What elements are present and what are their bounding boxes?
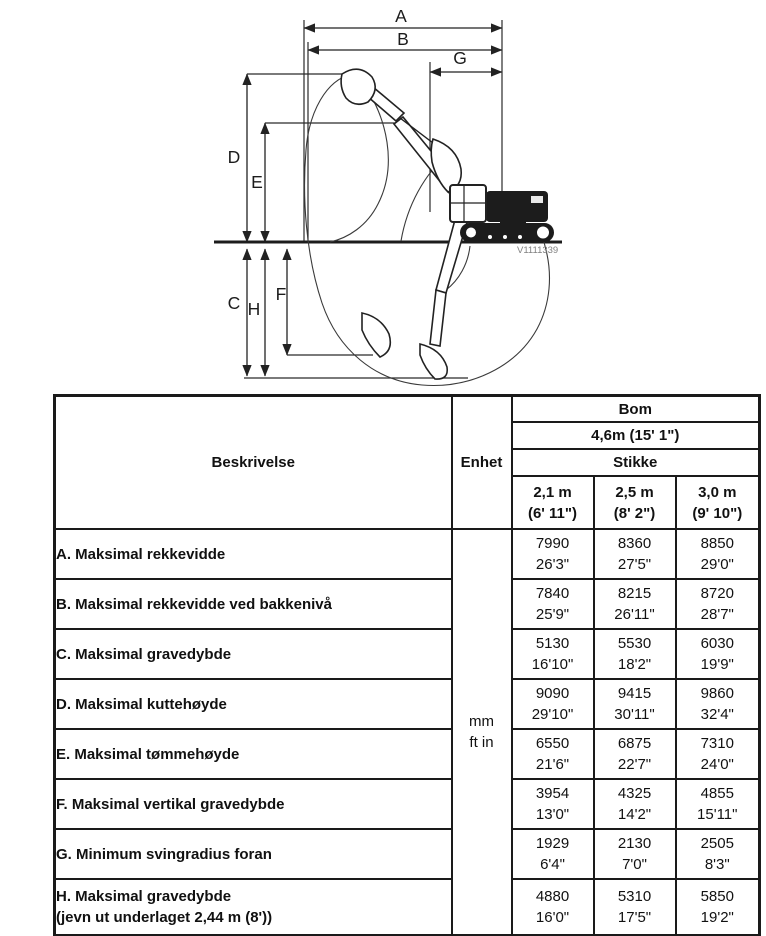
- label-a: A: [395, 6, 407, 26]
- working-range-svg: A B G D E C H F V1111339: [214, 6, 562, 387]
- work-envelope: [304, 73, 551, 387]
- header-row-stick-sizes: 2,1 m(6' 11") 2,5 m(8' 2") 3,0 m(9' 10"): [55, 475, 761, 530]
- dimension-arrows: [242, 23, 503, 377]
- row-description: H. Maksimal gravedybde (jevn ut underlag…: [53, 878, 453, 936]
- table-row-h: H. Maksimal gravedybde (jevn ut underlag…: [53, 878, 761, 936]
- row-description: A. Maksimal rekkevidde: [53, 528, 453, 580]
- table-row-b: B. Maksimal rekkevidde ved bakkenivå 784…: [53, 578, 761, 630]
- row-description: E. Maksimal tømmehøyde: [53, 728, 453, 780]
- label-c: C: [228, 293, 241, 313]
- label-e: E: [251, 172, 263, 192]
- label-b: B: [397, 29, 409, 49]
- header-beskrivelse: Beskrivelse: [53, 394, 453, 530]
- label-d: D: [228, 147, 241, 167]
- label-g: G: [453, 48, 467, 68]
- header-enhet: Enhet: [450, 394, 513, 530]
- header-row-stick: Stikke: [55, 448, 761, 477]
- stick-col-1: 2,1 m(6' 11"): [510, 475, 595, 530]
- stick-col-3: 3,0 m(9' 10"): [674, 475, 761, 530]
- header-row-boom: Beskrivelse Enhet Bom: [53, 394, 761, 530]
- label-h: H: [248, 299, 261, 319]
- row-description: D. Maksimal kuttehøyde: [53, 678, 453, 730]
- tracks: [460, 223, 554, 242]
- label-f: F: [276, 284, 287, 304]
- drive-sprocket: [536, 225, 550, 240]
- idler-wheel: [465, 226, 477, 239]
- stick-digging: [429, 288, 447, 347]
- header-row-boom-size: 4,6m (15' 1"): [55, 421, 761, 450]
- row-description: G. Minimum svingradius foran: [53, 828, 453, 880]
- row-description: B. Maksimal rekkevidde ved bakkenivå: [53, 578, 453, 630]
- stick-col-2: 2,5 m(8' 2"): [592, 475, 677, 530]
- figure-code: V1111339: [517, 245, 558, 256]
- header-bom: Bom: [510, 394, 761, 423]
- bucket-lower-left: [361, 312, 392, 358]
- header-bom-size: 4,6m (15' 1"): [510, 421, 761, 450]
- bucket-top: [340, 68, 376, 106]
- bucket-mid: [430, 137, 463, 193]
- dimension-labels: A B G D E C H F: [228, 6, 467, 319]
- swing-frame: [500, 216, 526, 225]
- bucket-bottom: [419, 342, 449, 380]
- excavator: [340, 68, 554, 380]
- working-range-diagram: A B G D E C H F V1111339: [0, 0, 766, 392]
- spec-table: Beskrivelse Enhet Bom 4,6m (15' 1") Stik…: [53, 394, 762, 936]
- extension-lines: [244, 20, 503, 379]
- row-description: C. Maksimal gravedybde: [53, 628, 453, 680]
- engine-vent: [531, 196, 543, 203]
- header-stikke: Stikke: [510, 448, 761, 477]
- row-description: F. Maksimal vertikal gravedybde: [53, 778, 453, 830]
